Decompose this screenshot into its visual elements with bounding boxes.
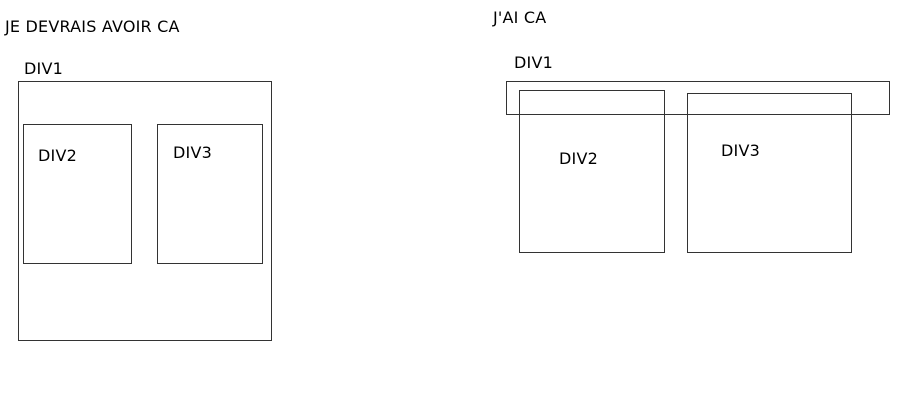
actual-title: J'AI CA xyxy=(493,8,547,27)
actual-div2-box xyxy=(519,90,665,253)
expected-div3-box xyxy=(157,124,263,264)
expected-title: JE DEVRAIS AVOIR CA xyxy=(5,17,180,36)
actual-div2-label: DIV2 xyxy=(559,149,598,168)
expected-div2-box xyxy=(23,124,132,264)
expected-div1-box xyxy=(18,81,272,341)
expected-div3-label: DIV3 xyxy=(173,143,212,162)
expected-div1-label: DIV1 xyxy=(24,59,63,78)
actual-div3-box xyxy=(687,93,852,253)
actual-div3-label: DIV3 xyxy=(721,141,760,160)
actual-div1-label: DIV1 xyxy=(514,53,553,72)
actual-div1-box xyxy=(506,81,890,115)
expected-div2-label: DIV2 xyxy=(38,146,77,165)
